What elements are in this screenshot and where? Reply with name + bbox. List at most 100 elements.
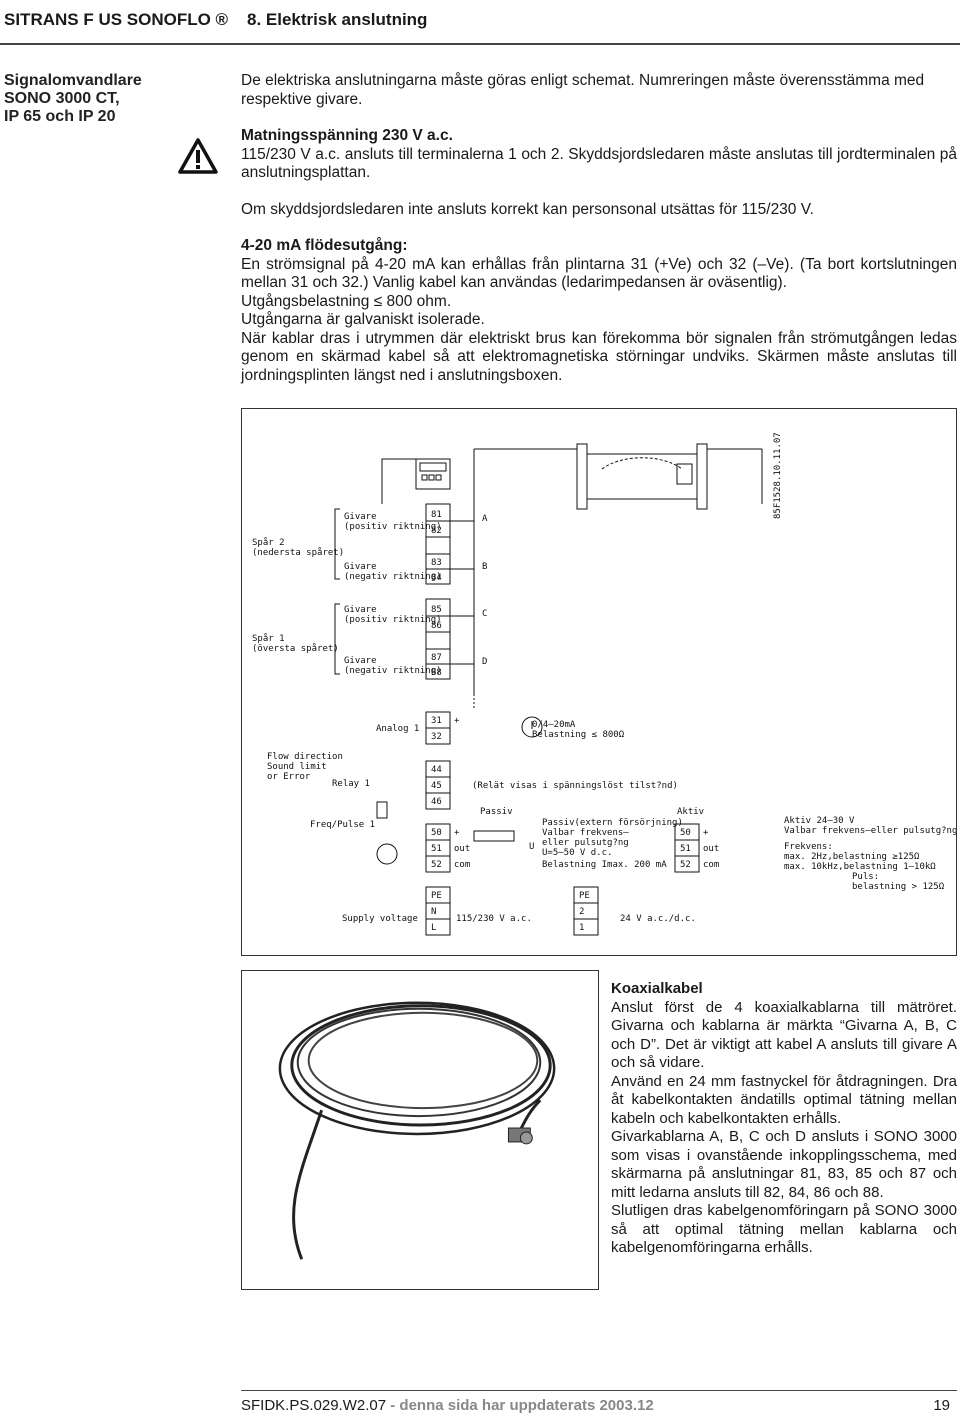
plus-sign: + — [454, 828, 460, 838]
page-number: 19 — [933, 1397, 950, 1414]
relay-label: Relay 1 — [332, 779, 370, 789]
terminal-50: 50 — [431, 828, 442, 838]
wiring-diagram: 85F1528.10.11.07 Spår 2 (nedersta spåret… — [241, 408, 957, 956]
coaxial-section: Koaxialkabel Anslut först de 4 koaxialka… — [611, 980, 957, 1258]
sensor-pos-sub: (positiv riktning) — [344, 522, 442, 532]
analog-load-label: Belastning ≤ 800Ω — [532, 730, 625, 740]
terminal-83: 83 — [431, 558, 442, 568]
coaxial-cable-photo — [241, 970, 599, 1290]
terminal-50: 50 — [680, 828, 691, 838]
terminal-45: 45 — [431, 781, 442, 791]
aktiv-desc: Valbar frekvens–eller pulsutg?ng — [784, 826, 956, 836]
freq-pulse-label: Freq/Pulse 1 — [310, 820, 375, 830]
aktiv-label: Aktiv — [677, 807, 704, 817]
track1-label: Spår 1 — [252, 633, 285, 644]
main-text: De elektriska anslutningarna måste göras… — [241, 72, 957, 385]
product-title: SITRANS F US SONOFLO ® — [4, 10, 229, 29]
u-label: U — [529, 842, 534, 852]
passiv-label: Passiv — [480, 807, 513, 817]
terminal-n: N — [431, 907, 436, 917]
drawing-code: 85F1528.10.11.07 — [773, 432, 783, 519]
relay-note: (Relät visas i spänningslöst tilst?nd) — [472, 781, 678, 791]
sidebar-title: Signalomvandlare SONO 3000 CT, IP 65 och… — [4, 72, 142, 125]
terminal-51: 51 — [431, 844, 442, 854]
sensor-neg-label: Givare — [344, 562, 377, 572]
aktiv-desc: Puls: — [852, 872, 879, 882]
sensor-pos-label: Givare — [344, 512, 377, 522]
footer-doc-info: SFIDK.PS.029.W2.07 - denna sida har uppd… — [241, 1397, 654, 1414]
plus-sign: + — [703, 828, 709, 838]
terminal-52: 52 — [431, 860, 442, 870]
terminal-81: 81 — [431, 510, 442, 520]
sound-limit-label: Sound limit — [267, 762, 327, 772]
output-line: En strömsignal på 4-20 mA kan erhållas f… — [241, 255, 957, 292]
sensor-pos-label: Givare — [344, 605, 377, 615]
analog-label: Analog 1 — [376, 724, 419, 734]
passiv-desc: U=5–50 V d.c. — [542, 848, 612, 858]
output-heading: 4-20 mA flödesutgång: — [241, 237, 408, 254]
warning-icon — [178, 138, 218, 174]
passiv-desc: Belastning Imax. 200 mA — [542, 860, 667, 870]
com-label: com — [454, 860, 470, 870]
sensor-neg-label: Givare — [344, 656, 377, 666]
aktiv-desc: Aktiv 24–30 V — [784, 816, 855, 826]
error-label: or Error — [267, 772, 311, 782]
coaxial-heading: Koaxialkabel — [611, 980, 703, 997]
track2-sub: (nedersta spåret) — [252, 547, 344, 558]
supply-label: Supply voltage — [342, 914, 418, 924]
supply-dc-label: 24 V a.c./d.c. — [620, 914, 696, 924]
terminal-32: 32 — [431, 732, 442, 742]
terminal-86: 86 — [431, 621, 442, 631]
voltage-heading: Matningsspänning 230 V a.c. — [241, 127, 453, 144]
letter-d: D — [482, 657, 487, 667]
page-header: SITRANS F US SONOFLO ® 8. Elektrisk ansl… — [0, 0, 960, 45]
section-title: 8. Elektrisk anslutning — [247, 10, 428, 29]
output-line: Utgångsbelastning ≤ 800 ohm. — [241, 292, 452, 310]
letter-c: C — [482, 609, 487, 619]
track1-sub: (översta spåret) — [252, 643, 339, 654]
analog-output-label: 0/4–20mA — [532, 720, 576, 730]
terminal-44: 44 — [431, 765, 442, 775]
terminal-2: 2 — [579, 907, 584, 917]
terminal-85: 85 — [431, 605, 442, 615]
com-label: com — [703, 860, 719, 870]
terminal-88: 88 — [431, 668, 442, 678]
plus-sign: + — [454, 716, 460, 726]
converter-icon — [415, 458, 451, 490]
coaxial-paragraph: Slutligen dras kabelgenomföringarn på SO… — [611, 1202, 957, 1256]
aktiv-desc: belastning > 125Ω — [852, 882, 945, 892]
letter-b: B — [482, 562, 487, 572]
passiv-desc: eller pulsutg?ng — [542, 838, 629, 848]
coaxial-paragraph: Anslut först de 4 koaxialkablarna till m… — [611, 998, 957, 1072]
aktiv-desc: max. 10kHz,belastning 1–10kΩ — [784, 862, 936, 872]
terminal-52: 52 — [680, 860, 691, 870]
terminal-31: 31 — [431, 716, 442, 726]
output-line: Utgångarna är galvaniskt isolerade. — [241, 311, 485, 328]
doc-id: SFIDK.PS.029.W2.07 — [241, 1397, 387, 1414]
terminal-pe: PE — [579, 891, 590, 901]
out-label: out — [454, 844, 470, 854]
aktiv-desc: Frekvens: — [784, 842, 833, 852]
terminal-51: 51 — [680, 844, 691, 854]
coaxial-paragraph: Givarkablarna A, B, C och D ansluts i SO… — [611, 1128, 957, 1201]
flow-tube-drawing — [473, 443, 763, 694]
passiv-desc: Valbar frekvens– — [542, 828, 629, 838]
voltage-paragraph: 115/230 V a.c. ansluts till terminalerna… — [241, 145, 957, 182]
terminal-84: 84 — [431, 573, 442, 583]
flow-dir-label: Flow direction — [267, 752, 343, 762]
output-line: När kablar dras i utrymmen där elektrisk… — [241, 329, 957, 384]
sensor-neg-sub: (negativ riktning) — [344, 666, 442, 676]
sensor-terminal-block — [425, 503, 451, 680]
update-note: - denna sida har uppdaterats 2003.12 — [386, 1397, 654, 1414]
coaxial-paragraph: Använd en 24 mm fastnyckel för åtdragnin… — [611, 1072, 957, 1127]
letter-a: A — [482, 514, 488, 524]
terminal-l: L — [431, 923, 436, 933]
wiring-diagram-svg: 85F1528.10.11.07 Spår 2 (nedersta spåret… — [252, 432, 956, 936]
sensor-pos-sub: (positiv riktning) — [344, 615, 442, 625]
track2-label: Spår 2 — [252, 537, 285, 548]
terminal-87: 87 — [431, 653, 442, 663]
terminal-82: 82 — [431, 526, 442, 536]
intro-paragraph: De elektriska anslutningarna måste göras… — [241, 72, 925, 108]
warning-paragraph: Om skyddsjordsledaren inte ansluts korre… — [241, 200, 814, 218]
terminal-pe: PE — [431, 891, 442, 901]
